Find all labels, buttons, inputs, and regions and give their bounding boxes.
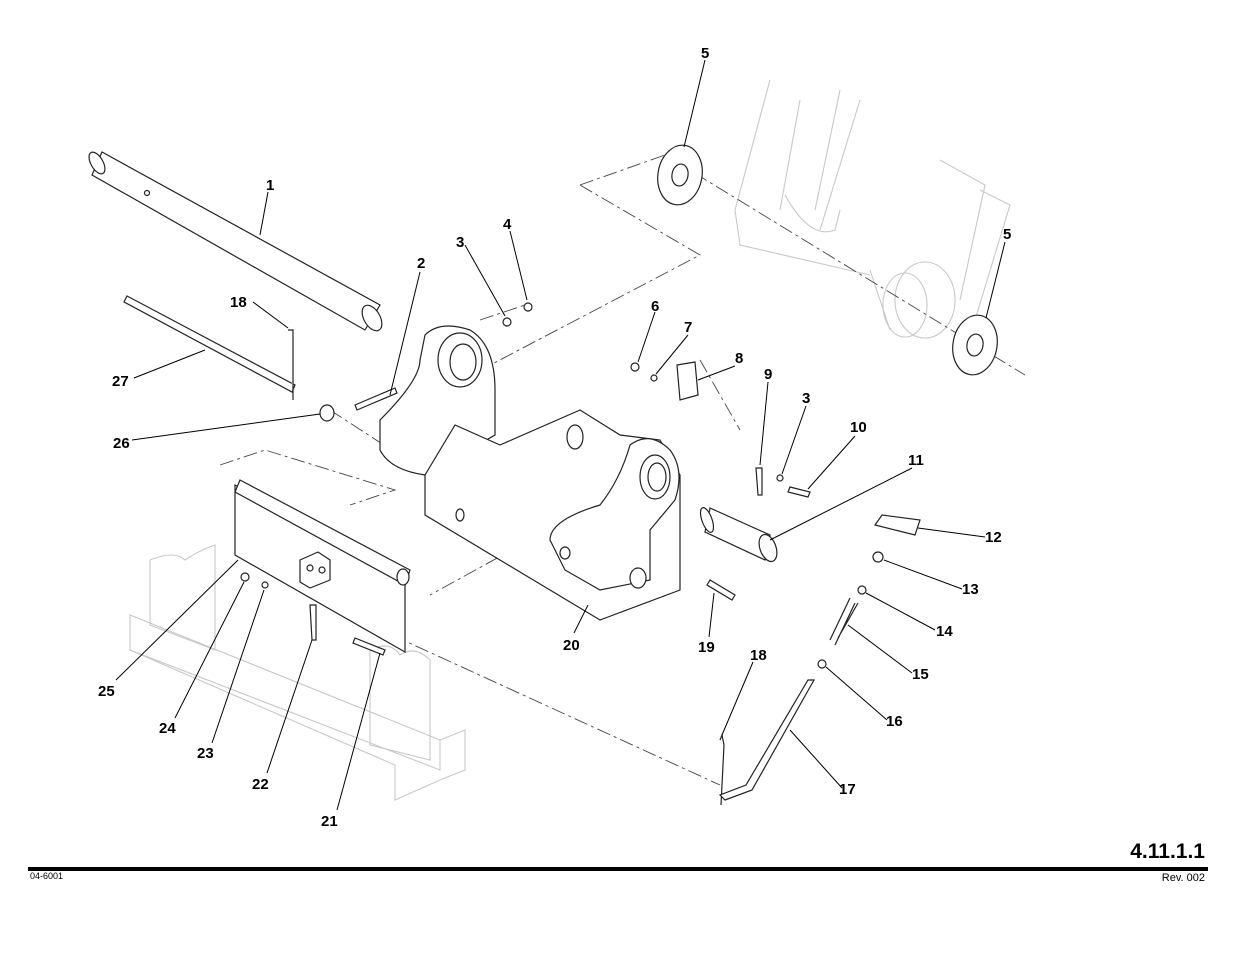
nut-24 <box>240 572 250 582</box>
callout-4: 4 <box>503 216 512 233</box>
callout-21: 21 <box>321 813 338 830</box>
washer-3-upper <box>502 317 512 327</box>
washer-23 <box>261 581 269 589</box>
ghost-loader-arm <box>734 79 1011 339</box>
nut-4 <box>523 302 533 312</box>
bolt-19 <box>706 579 736 601</box>
cotter-pin-lower <box>719 732 725 806</box>
revision-label: Rev. 002 <box>1161 872 1205 884</box>
bracket-8 <box>676 361 699 401</box>
callout-3: 3 <box>456 234 464 251</box>
callout-12: 12 <box>985 529 1002 546</box>
callout-11: 11 <box>908 452 924 469</box>
lock-washer-13 <box>872 551 884 563</box>
handle-12 <box>874 514 921 536</box>
bushing <box>699 507 778 563</box>
spring-15 <box>829 597 859 646</box>
callout-3: 3 <box>802 390 810 407</box>
footer-rule <box>28 867 1208 871</box>
callout-6: 6 <box>651 298 659 315</box>
washer-14 <box>857 585 867 595</box>
rod <box>123 295 296 393</box>
bolt-21 <box>352 637 386 656</box>
callout-25: 25 <box>98 683 115 700</box>
callout-14: 14 <box>936 623 953 640</box>
rod-17 <box>718 679 816 801</box>
callout-9: 9 <box>764 366 772 383</box>
nut-6 <box>630 362 640 372</box>
bolt-long <box>354 387 398 411</box>
washer-7 <box>650 374 658 382</box>
cotter-pin-upper <box>288 329 294 400</box>
callout-15: 15 <box>912 666 929 683</box>
callout-13: 13 <box>962 581 979 598</box>
callout-16: 16 <box>886 713 903 730</box>
callout-5: 5 <box>701 45 709 62</box>
callout-19: 19 <box>698 639 715 656</box>
washer-16 <box>817 659 827 669</box>
ghost-mounting-base <box>129 544 466 801</box>
washer <box>319 404 335 422</box>
callout-10: 10 <box>850 419 867 436</box>
callout-26: 26 <box>113 435 130 452</box>
section-number: 4.11.1.1 <box>1130 840 1205 863</box>
pivot-pin <box>88 151 383 332</box>
callout-17: 17 <box>839 781 856 798</box>
quick-attach-frame <box>379 325 681 621</box>
bolt-10 <box>787 486 811 498</box>
document-number: 04-6001 <box>30 871 64 881</box>
callout-20: 20 <box>563 637 580 654</box>
callout-labels: 1 2 3 4 5 5 6 7 8 9 3 10 11 12 13 14 15 … <box>98 45 1011 830</box>
shim-disc-upper <box>657 144 703 206</box>
callout-22: 22 <box>252 776 269 793</box>
callout-7: 7 <box>684 319 692 336</box>
shim-disc-lower <box>952 314 998 376</box>
eye-bolt-9 <box>755 467 763 496</box>
callout-5: 5 <box>1003 226 1011 243</box>
callout-18: 18 <box>750 647 767 664</box>
callout-1: 1 <box>266 177 274 194</box>
callout-2: 2 <box>417 255 425 272</box>
callout-18: 18 <box>230 294 247 311</box>
callout-24: 24 <box>159 720 176 737</box>
callout-27: 27 <box>112 373 129 390</box>
mounting-plate <box>234 479 411 654</box>
leader-lines <box>115 59 1006 811</box>
callout-23: 23 <box>197 745 214 762</box>
eye-bolt-22 <box>309 604 317 641</box>
washer-3-lower <box>776 474 784 482</box>
callout-8: 8 <box>735 350 743 367</box>
